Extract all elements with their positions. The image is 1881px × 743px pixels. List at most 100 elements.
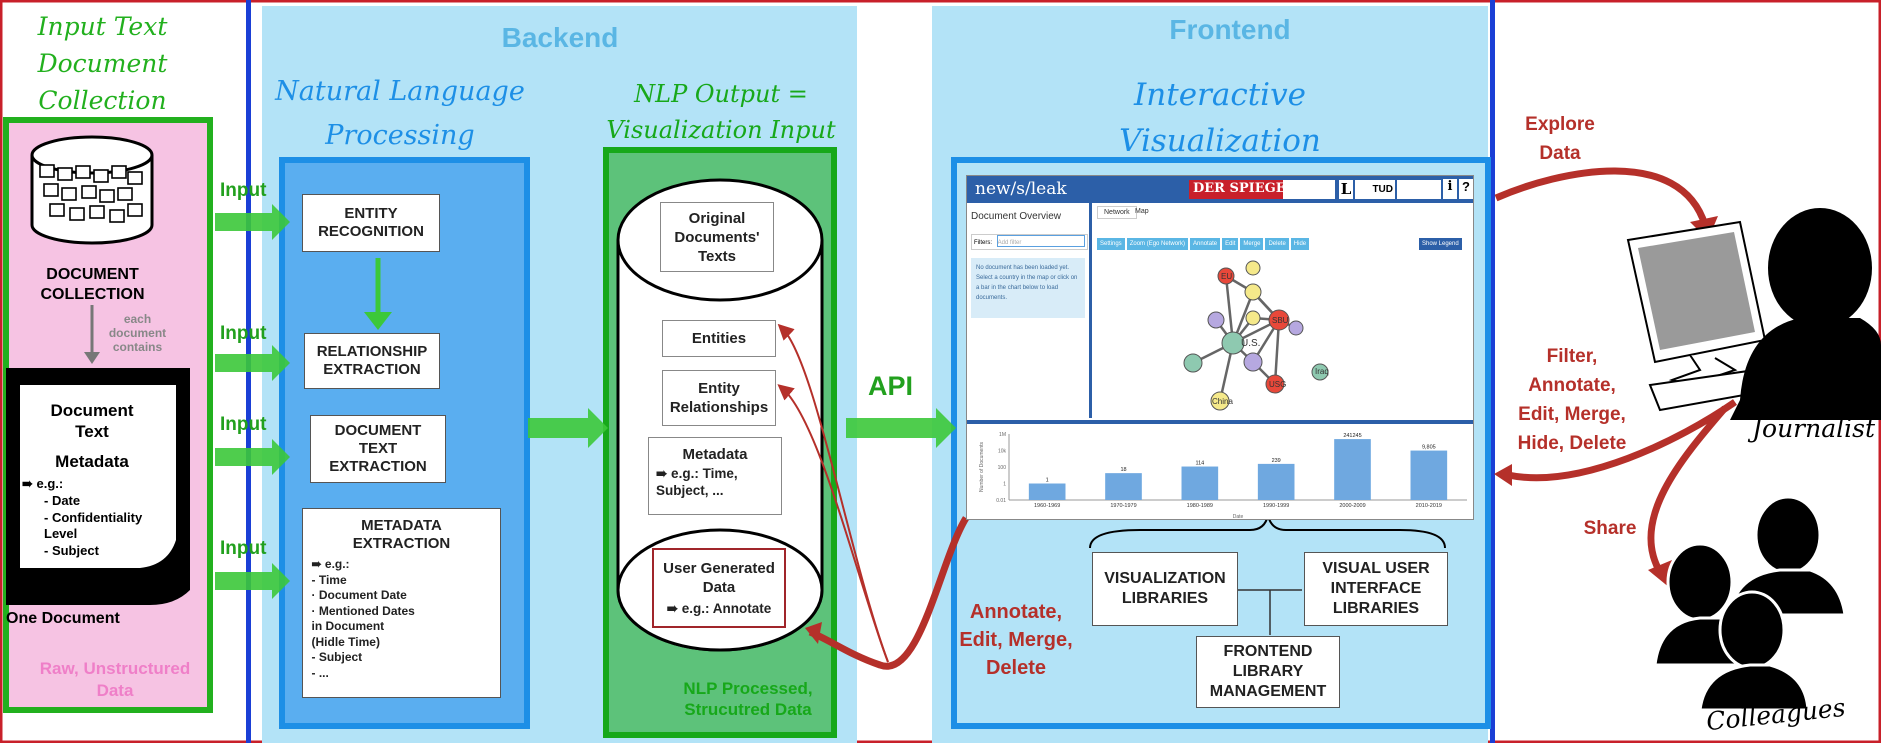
x-tick-label: 1990-1999 [1263,503,1289,509]
input-label-2: Input [220,323,267,344]
eg-label: ➠ e.g.: [22,476,64,491]
doc-text-label: Document Text [50,401,134,441]
metadata-output-body: ➠ e.g.: Time, Subject, ... [656,466,738,498]
right-divider [1490,0,1495,743]
input-arrows [215,204,956,599]
hide-button[interactable]: Hide [1290,238,1310,250]
y-tick-label: 1 [1003,482,1006,488]
delete-button[interactable]: Delete [1265,238,1289,250]
ui-libraries-box: VISUAL USER INTERFACE LIBRARIES [1304,552,1448,626]
zoom-button[interactable]: Zoom (Ego Network) [1126,238,1189,250]
doc-overview-pane [967,203,1092,418]
bar [1105,473,1142,500]
help-button[interactable]: ? [1459,179,1473,199]
colleagues-icon [1653,495,1847,712]
info-button[interactable]: i [1443,179,1457,199]
bar-value-label: 114 [1195,461,1204,467]
node-label-sbu: SBU [1272,316,1289,325]
entities-box: Entities [662,320,776,357]
bar-value-label: 241245 [1343,433,1361,439]
university-logo [1397,180,1441,199]
backend-title: Backend [501,22,619,53]
edit-button[interactable]: Edit [1222,238,1239,250]
node-eu[interactable] [1217,267,1235,285]
tud-logo: TUD [1355,180,1395,199]
filters-row: Filters: Add filter [971,234,1088,250]
relationship-extraction-box: RELATIONSHIP EXTRACTION [304,333,440,389]
show-legend-button[interactable]: Show Legend [1419,238,1462,250]
pane-separator [967,420,1473,424]
doc-text-extraction-box: DOCUMENT TEXT EXTRACTION [310,415,446,483]
interactive-title: Interactive Visualization [1119,77,1321,159]
l-logo: L [1339,180,1353,199]
each-doc-label: each document contains [108,312,167,354]
doc-collection-label: DOCUMENT COLLECTION [40,266,145,303]
annotate-return-arrow [808,516,969,670]
network-graph [1183,260,1329,411]
no-doc-message: No document has been loaded yet. Select … [971,258,1085,318]
user-generated-eg: ➠ e.g.: Annotate [666,601,772,616]
spiegel-logo: DER SPIEGEL [1189,180,1299,199]
app-screenshot: new/s/leak DER SPIEGEL L TUD i ? Documen… [966,175,1474,520]
node-usg[interactable] [1265,374,1285,394]
explore-label: Explore Data [1525,114,1595,164]
share-label: Share [1583,518,1637,539]
journalist-icon [1730,208,1881,420]
bar-value-label: 9,805 [1422,445,1436,451]
metadata-items: - Date - Confidentiality Level - Subject [44,493,143,558]
x-tick-label: 1980-1989 [1187,503,1213,509]
processed-label: NLP Processed, Strucutred Data [683,679,813,719]
node-label-iraq: Iraq [1315,367,1329,376]
filter-input[interactable]: Add filter [996,235,1085,247]
library-management-box: FRONTEND LIBRARY MANAGEMENT [1196,636,1340,708]
tab-network[interactable]: Network [1097,206,1137,219]
annotate-button[interactable]: Annotate [1190,238,1221,250]
bar-value-label: 1 [1046,478,1049,484]
metadata-output-box: Metadata ➠ e.g.: Time, Subject, ... [648,437,782,515]
entity-recognition-box: ENTITY RECOGNITION [302,194,440,252]
network-toolbar: Settings Zoom (Ego Network) Annotate Edi… [1097,238,1310,250]
one-doc-label: One Document [6,610,120,627]
bar [1181,466,1219,500]
y-tick-label: 100 [998,465,1007,471]
node-label-eu: EU [1221,272,1233,281]
partner-logo-1 [1283,180,1335,199]
metadata-extraction-title: METADATA EXTRACTION [352,517,451,552]
filter-arrow [1507,399,1737,482]
bar [1257,463,1295,500]
bar [1334,439,1371,500]
entity-relationships-box: Entity Relationships [662,370,776,426]
tab-map[interactable]: Map [1135,208,1149,215]
metadata-output-title: Metadata [682,446,748,463]
annotate-label: Annotate, Edit, Merge, Delete [959,601,1073,679]
raw-data-label: Raw, Unstructured Data [39,659,191,700]
node-sbu[interactable] [1268,309,1290,331]
libraries-connectors [1238,589,1302,635]
y-tick-label: 10k [998,449,1007,455]
node-us[interactable] [1221,331,1245,355]
user-generated-title: User Generated Data [663,560,775,596]
bar [1410,450,1448,500]
filter-label: Filter, Annotate, Edit, Merge, Hide, Del… [1517,346,1627,454]
x-tick-label: 2000-2009 [1339,503,1365,509]
nlp-title: Natural Language Processing [275,76,525,151]
input-title: Input Text Document Collection [37,12,168,115]
y-tick-label: 0.01 [996,498,1006,504]
journalist-label: Journalist [1752,414,1875,443]
x-axis-label: Date [1233,514,1244,520]
node-label-usg: USG [1269,380,1287,389]
explore-arrow [1494,167,1709,227]
metadata-label: Metadata [55,452,129,471]
y-axis-label: Number of Documents [979,441,985,492]
original-texts-box: Original Documents' Texts [660,202,774,272]
red-thin-arrow-2 [777,384,889,663]
database-icon [30,135,154,245]
node-label-us: U.S. [1241,338,1261,349]
node-label-china: China [1212,397,1233,406]
merge-button[interactable]: Merge [1240,238,1264,250]
nlp-output-title: NLP Output = Visualization Input [606,80,836,144]
filters-label: Filters: [974,240,992,246]
x-tick-label: 1970-1979 [1110,503,1136,509]
settings-button[interactable]: Settings [1097,238,1125,250]
bar-value-label: 18 [1120,467,1126,473]
